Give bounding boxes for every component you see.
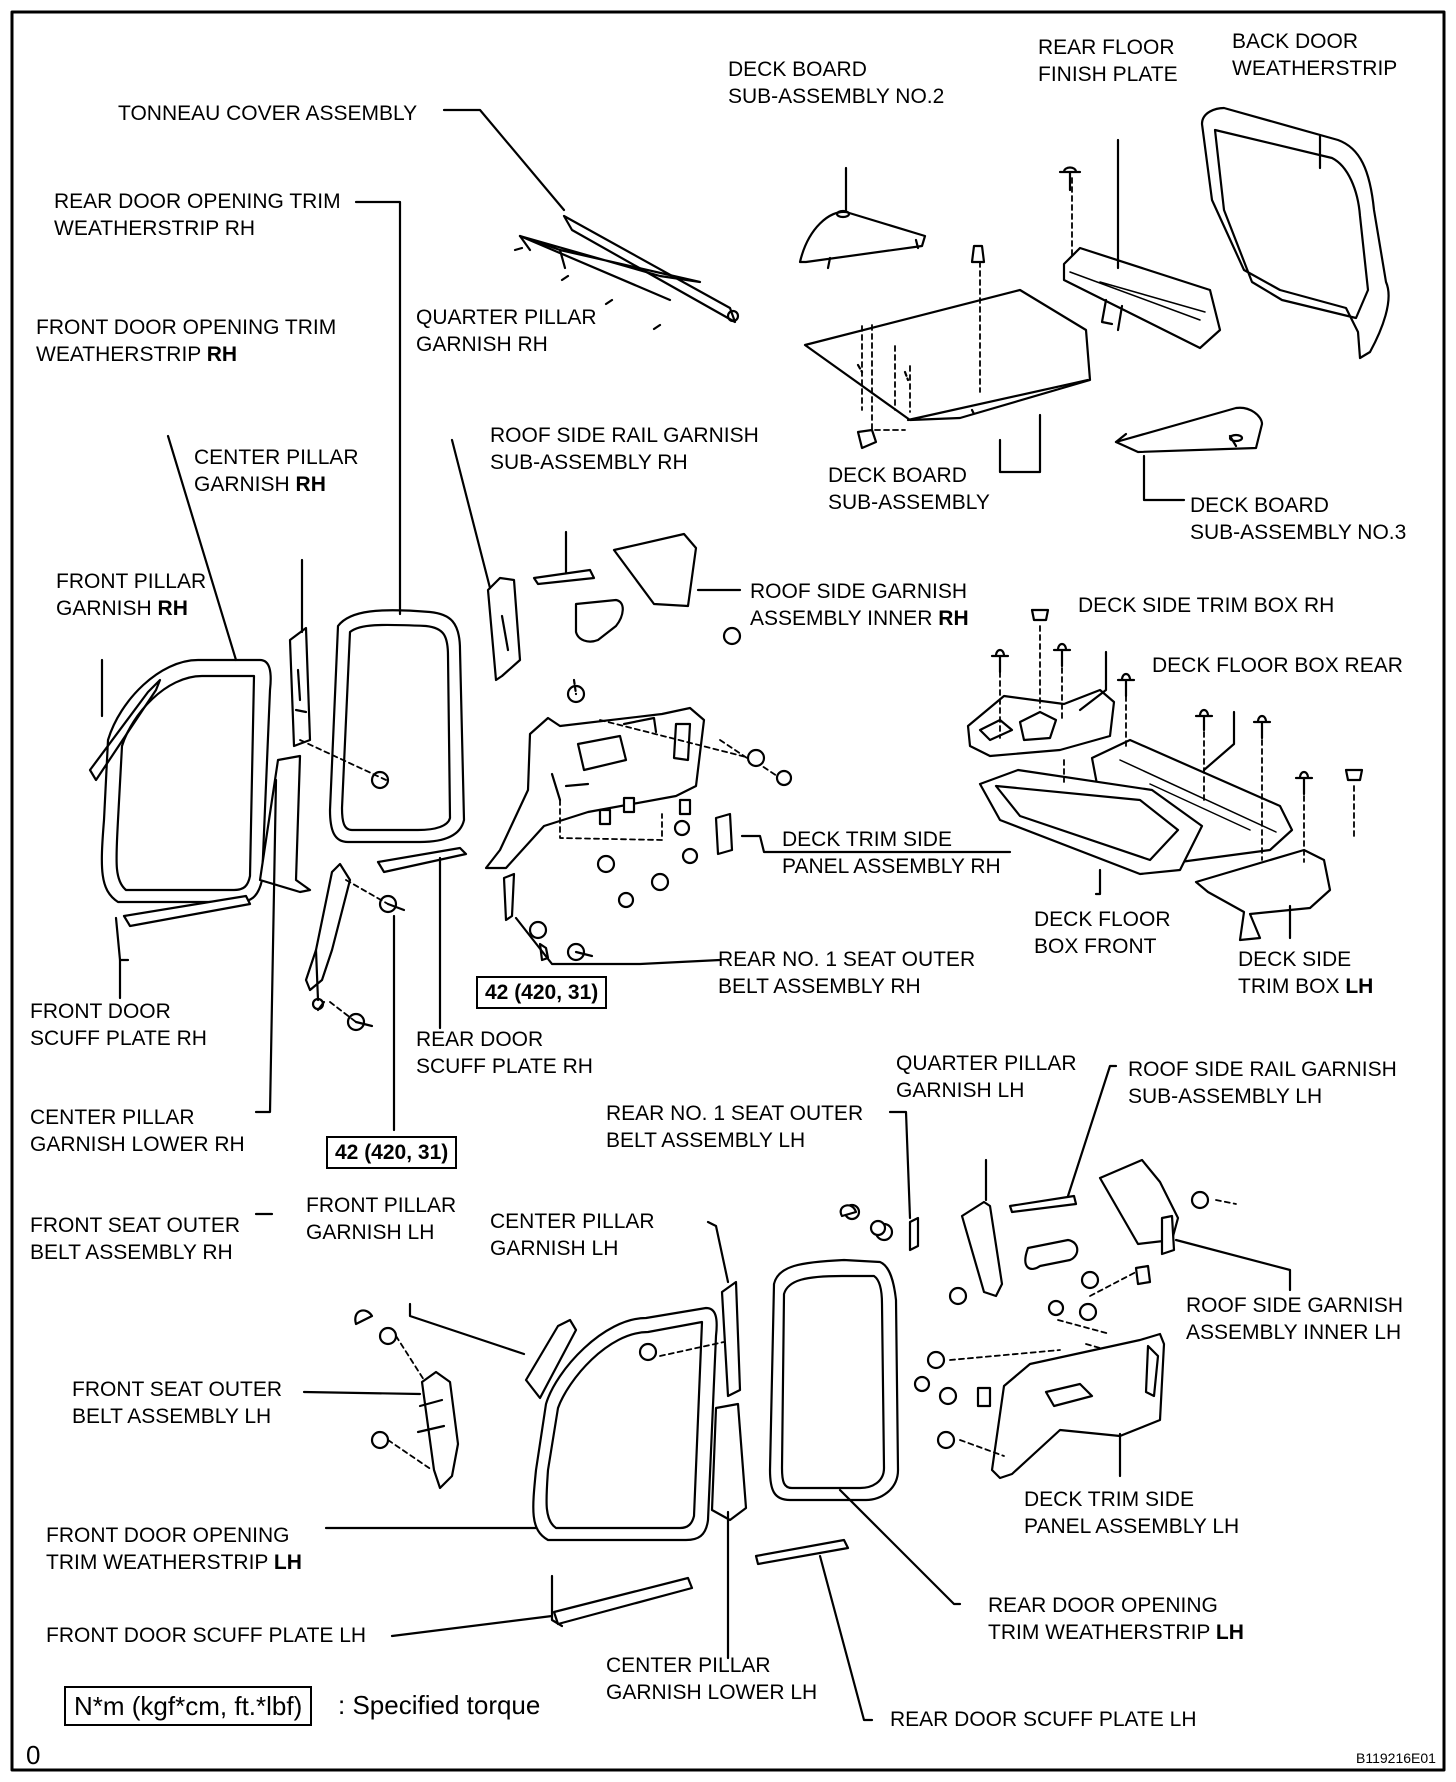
center-pillar-lower-lh-part bbox=[710, 1402, 748, 1522]
roof-side-garnish-inner-rh-part bbox=[612, 532, 698, 608]
page-marker: 0 bbox=[26, 1740, 41, 1770]
page-frame bbox=[10, 10, 1446, 1772]
front-pillar-garnish-lh-part bbox=[524, 1318, 578, 1400]
deck-board-sub-part bbox=[803, 288, 1092, 422]
rear-door-opening-lh-part bbox=[768, 1258, 900, 1502]
deck-trim-panel-rh-part bbox=[484, 706, 706, 870]
label-rear-door-scuff-lh: REAR DOOR SCUFF PLATE LH bbox=[890, 1708, 1197, 1731]
rear-door-opening-rh-part bbox=[328, 609, 466, 844]
deck-board-no2-part bbox=[798, 209, 927, 270]
quarter-pillar-lh-part bbox=[960, 1200, 1004, 1298]
label-deck-floor-box-rear: DECK FLOOR BOX REAR bbox=[1152, 654, 1403, 677]
roof-side-rail-lh-part bbox=[1008, 1194, 1079, 1270]
front-seat-belt-rh-part bbox=[304, 862, 352, 1012]
front-door-scuff-lh-part bbox=[550, 1574, 694, 1628]
front-door-opening-lh-part bbox=[532, 1306, 718, 1542]
label-front-door-scuff-lh: FRONT DOOR SCUFF PLATE LH bbox=[46, 1624, 367, 1647]
center-pillar-lower-rh-part bbox=[258, 754, 312, 894]
torque-spec-b: 42 (420, 31) bbox=[326, 1136, 458, 1169]
center-pillar-garnish-lh-part bbox=[720, 1280, 742, 1398]
deck-floor-box-front-part bbox=[978, 768, 1204, 876]
rear-floor-finish-plate-part bbox=[1062, 246, 1222, 350]
rear-no1-belt-lh-part bbox=[908, 1216, 920, 1252]
rear-door-scuff-rh-part bbox=[376, 846, 468, 874]
label-deck-side-trim-box-rh: DECK SIDE TRIM BOX RH bbox=[1078, 594, 1335, 617]
roof-side-garnish-inner-lh-part bbox=[1098, 1158, 1180, 1246]
front-door-opening-rh-part bbox=[100, 658, 272, 904]
deck-trim-panel-lh-part bbox=[990, 1332, 1166, 1480]
front-door-scuff-rh-part bbox=[114, 894, 252, 962]
front-seat-belt-lh-part bbox=[354, 1309, 460, 1490]
roof-side-rail-rh-part bbox=[532, 568, 624, 643]
front-pillar-garnish-rh-part bbox=[88, 678, 162, 782]
center-pillar-garnish-rh-part bbox=[288, 626, 312, 748]
label-tonneau-cover: TONNEAU COVER ASSEMBLY bbox=[118, 102, 418, 125]
legend-torque-box: N*m (kgf*cm, ft.*lbf) bbox=[64, 1686, 313, 1726]
deck-board-no3-part bbox=[1114, 406, 1264, 454]
quarter-pillar-rh-part bbox=[486, 576, 522, 682]
back-door-weatherstrip-part bbox=[1200, 106, 1390, 360]
tonneau-cover-part bbox=[513, 214, 740, 331]
rear-no1-belt-rh-part bbox=[502, 872, 550, 962]
figure-id: B119216E01 bbox=[1356, 1750, 1436, 1766]
deck-side-trim-box-rh-part bbox=[966, 688, 1116, 758]
torque-spec-a: 42 (420, 31) bbox=[476, 976, 608, 1009]
deck-panel-clips-rh bbox=[598, 796, 734, 856]
rear-door-scuff-lh-part bbox=[754, 1538, 850, 1566]
legend-torque-text: : Specified torque bbox=[338, 1690, 541, 1720]
deck-side-trim-box-lh-part bbox=[1194, 848, 1332, 942]
